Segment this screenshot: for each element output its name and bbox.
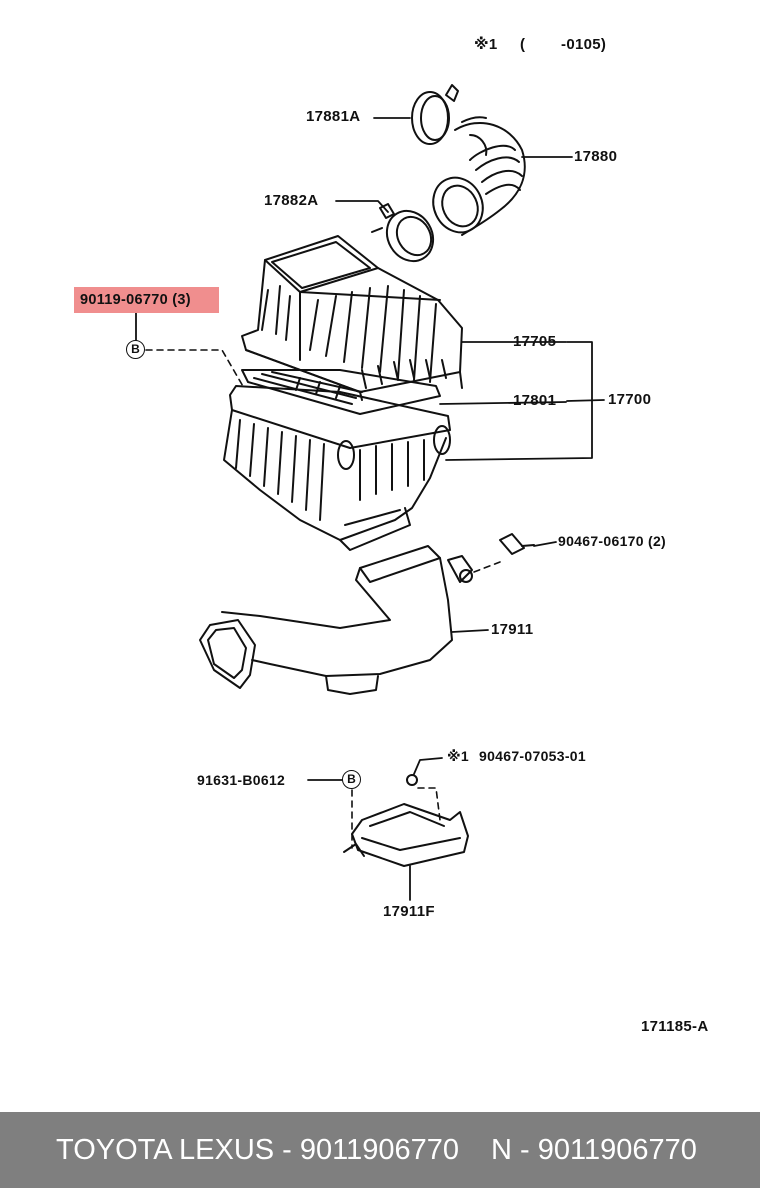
element-17801-drawing bbox=[241, 369, 441, 415]
footer-brand-text: TOYOTA LEXUS - 9011906770 bbox=[56, 1134, 460, 1166]
air-cleaner-line-art bbox=[135, 84, 605, 901]
callout-b-lower: B bbox=[342, 770, 361, 789]
label-90467-07053-01-mark: ※1 bbox=[447, 748, 469, 764]
dashed-leaders bbox=[145, 349, 501, 849]
hose-17880-drawing bbox=[432, 116, 526, 236]
footer-alt-text: N - 9011906770 bbox=[491, 1134, 697, 1166]
label-17911f: 17911F bbox=[383, 903, 435, 920]
note-mark: ※1 bbox=[474, 36, 498, 53]
note-range: ( -0105) bbox=[520, 36, 607, 53]
drawing-id: 171185-A bbox=[641, 1018, 709, 1035]
label-90467-06170: 90467-06170 (2) bbox=[558, 533, 667, 549]
label-17881a: 17881A bbox=[306, 108, 361, 125]
duct-17911-drawing bbox=[199, 545, 473, 695]
clamp-17882a-drawing bbox=[371, 203, 435, 263]
label-17705: 17705 bbox=[513, 333, 557, 350]
label-17882a: 17882A bbox=[264, 192, 319, 209]
highlight-90119 bbox=[74, 287, 219, 313]
bolt-90467-06170-drawing bbox=[499, 533, 535, 555]
clamp-17881a-drawing bbox=[411, 84, 459, 145]
header-note: ※1 ( -0105) bbox=[474, 36, 606, 54]
label-90119-06770: 90119-06770 (3) bbox=[80, 292, 191, 308]
label-17911: 17911 bbox=[491, 621, 534, 638]
parts-diagram: ※1 ( -0105) 17881A 17880 17882A 90119-06… bbox=[74, 36, 709, 1035]
bracket-17911f-drawing bbox=[343, 774, 469, 867]
leader-lines bbox=[135, 117, 605, 901]
upper-case-17705-drawing bbox=[241, 235, 463, 401]
callout-b-upper: B bbox=[126, 340, 145, 359]
footer-bar: TOYOTA LEXUS - 9011906770 N - 9011906770 bbox=[0, 1112, 760, 1188]
label-91631-b0612: 91631-B0612 bbox=[197, 772, 286, 788]
label-17700: 17700 bbox=[608, 391, 652, 408]
lower-case-drawing bbox=[223, 385, 451, 551]
label-17801: 17801 bbox=[513, 392, 557, 409]
label-17880: 17880 bbox=[574, 148, 618, 165]
label-90467-07053-01: 90467-07053-01 bbox=[479, 748, 586, 764]
